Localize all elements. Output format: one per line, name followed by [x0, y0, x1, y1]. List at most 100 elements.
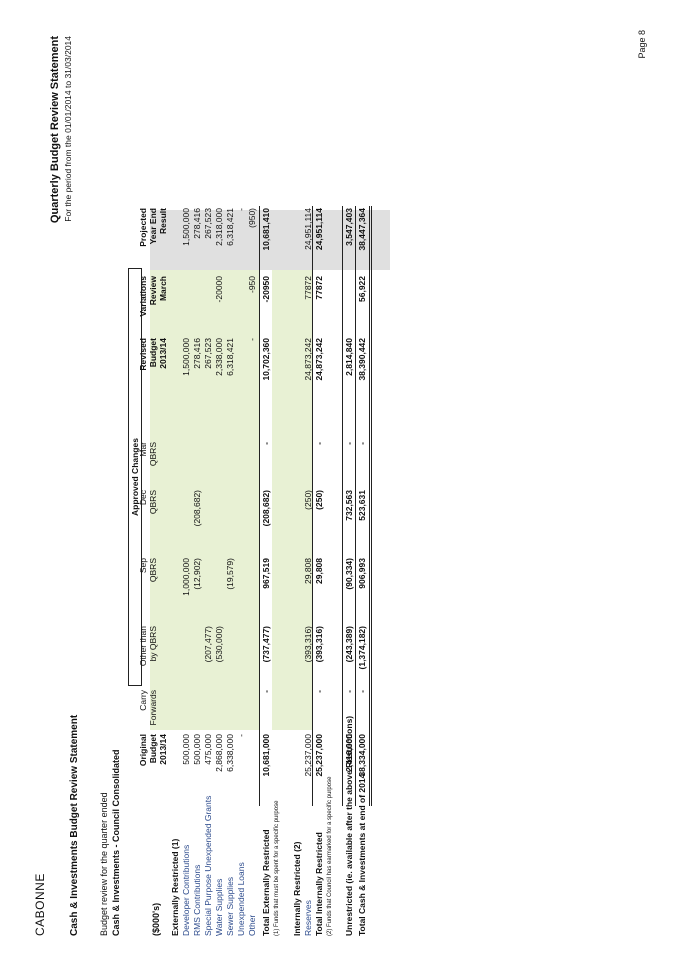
rule-line: [342, 206, 343, 806]
table-cell: 2,868,000: [214, 734, 224, 772]
table-cell: 3,547,403: [344, 208, 354, 246]
table-cell: (950): [247, 208, 257, 228]
table-cell: 6,318,421: [225, 208, 235, 246]
table-cell: 278,416: [192, 338, 202, 369]
column-header-line: Year End: [148, 208, 158, 245]
row-label: Total Externally Restricted: [261, 829, 271, 936]
rule-line: [259, 206, 260, 806]
table-cell: -: [236, 734, 246, 737]
table-cell: 38,390,442: [357, 338, 367, 381]
table-cell: -950: [247, 276, 257, 294]
table-cell: -20950: [261, 276, 271, 303]
row-label: Special Purpose Unexpended Grants: [203, 795, 213, 936]
column-header-line: Variations: [138, 276, 148, 317]
consolidated-subtitle: Cash & Investments - Council Consolidate…: [111, 749, 121, 936]
report-period: For the period from the 01/01/2014 to 31…: [63, 36, 73, 222]
column-header-line: Forwards: [148, 690, 158, 726]
column-header-line: Budget: [148, 338, 158, 368]
column-header-line: Review: [148, 276, 158, 306]
table-cell: 2,814,840: [344, 338, 354, 376]
table-cell: 906,993: [357, 558, 367, 589]
row-label: Unexpended Loans: [236, 862, 246, 936]
statement-title: Cash & Investments Budget Review Stateme…: [69, 714, 80, 936]
row-label: Reserves: [303, 900, 313, 936]
row-label: Developer Contributions: [181, 844, 191, 936]
column-header-line: QBRS: [148, 442, 158, 467]
organisation-name: CABONNE: [33, 873, 47, 936]
column-header-line: Mar: [138, 442, 148, 457]
column-header-line: Projected: [138, 208, 148, 247]
column-header-line: Revised: [138, 338, 148, 371]
table-cell: (1,374,182): [357, 626, 367, 670]
table-cell: 24,951,114: [314, 208, 324, 251]
table-cell: (243,389): [344, 626, 354, 663]
row-label: (1) Funds that must be spent for a speci…: [274, 800, 280, 936]
table-cell: 77872: [314, 276, 324, 300]
table-cell: 1,000,000: [181, 558, 191, 596]
column-header-line: Sep: [138, 558, 148, 574]
column-header-line: QBRS: [148, 558, 158, 583]
report-title: Quarterly Budget Review Statement: [49, 36, 61, 224]
column-header-line: Result: [158, 208, 168, 234]
table-cell: -: [344, 442, 354, 445]
table-cell: -: [314, 442, 324, 445]
table-cell: -: [261, 442, 271, 445]
column-header-line: 2013/14: [158, 734, 168, 765]
table-cell: 56,922: [357, 276, 367, 302]
row-label: Total Internally Restricted: [314, 832, 324, 936]
table-cell: 6,318,421: [225, 338, 235, 376]
column-header-line: Carry: [138, 690, 148, 711]
rotated-page: CABONNE Cash & Investments Budget Review…: [20, 20, 662, 946]
table-cell: -: [357, 690, 367, 693]
table-cell: 2,338,000: [214, 338, 224, 376]
table-cell: 10,681,410: [261, 208, 271, 251]
table-cell: 6,338,000: [225, 734, 235, 772]
review-subtitle: Budget review for the quarter ended: [99, 792, 109, 936]
table-cell: 24,873,242: [314, 338, 324, 381]
rule-line: [355, 206, 356, 806]
table-cell: 267,523: [203, 208, 213, 239]
table-cell: 1,500,000: [181, 338, 191, 376]
table-cell: (393,316): [314, 626, 324, 663]
table-cell: (90,334): [344, 558, 354, 590]
row-label: (2) Funds that Council has earmarked for…: [327, 776, 333, 936]
table-cell: -: [357, 442, 367, 445]
table-cell: 475,000: [203, 734, 213, 765]
row-label: Other: [247, 914, 257, 936]
table-cell: -20000: [214, 276, 224, 303]
table-cell: 29,808: [314, 558, 324, 584]
table-cell: 278,416: [192, 208, 202, 239]
table-cell: 1,500,000: [181, 208, 191, 246]
row-label: Externally Restricted (1): [170, 838, 180, 936]
table-cell: 967,519: [261, 558, 271, 589]
table-cell: (12,902): [192, 558, 202, 590]
table-cell: 500,000: [181, 734, 191, 765]
column-header-line: Other than: [138, 626, 148, 667]
table-cell: 10,702,360: [261, 338, 271, 381]
table-cell: -: [236, 208, 246, 211]
table-cell: -: [247, 338, 257, 341]
table-cell: (19,579): [225, 558, 235, 590]
page-number: Page 8: [637, 30, 647, 59]
column-header-line: March: [158, 276, 168, 302]
rule-line: [369, 206, 372, 806]
row-label: Water Supplies: [214, 878, 224, 936]
table-cell: (530,000): [214, 626, 224, 663]
table-cell: -: [314, 690, 324, 693]
row-label: Sewer Supplies: [225, 876, 235, 936]
table-cell: -: [344, 690, 354, 693]
table-cell: -: [261, 690, 271, 693]
rule-line: [312, 206, 313, 806]
table-cell: 38,447,364: [357, 208, 367, 251]
table-cell: (207,477): [203, 626, 213, 663]
table-cell: 2,318,000: [214, 208, 224, 246]
table-cell: (208,682): [192, 490, 202, 527]
row-label: Internally Restricted (2): [292, 841, 302, 936]
